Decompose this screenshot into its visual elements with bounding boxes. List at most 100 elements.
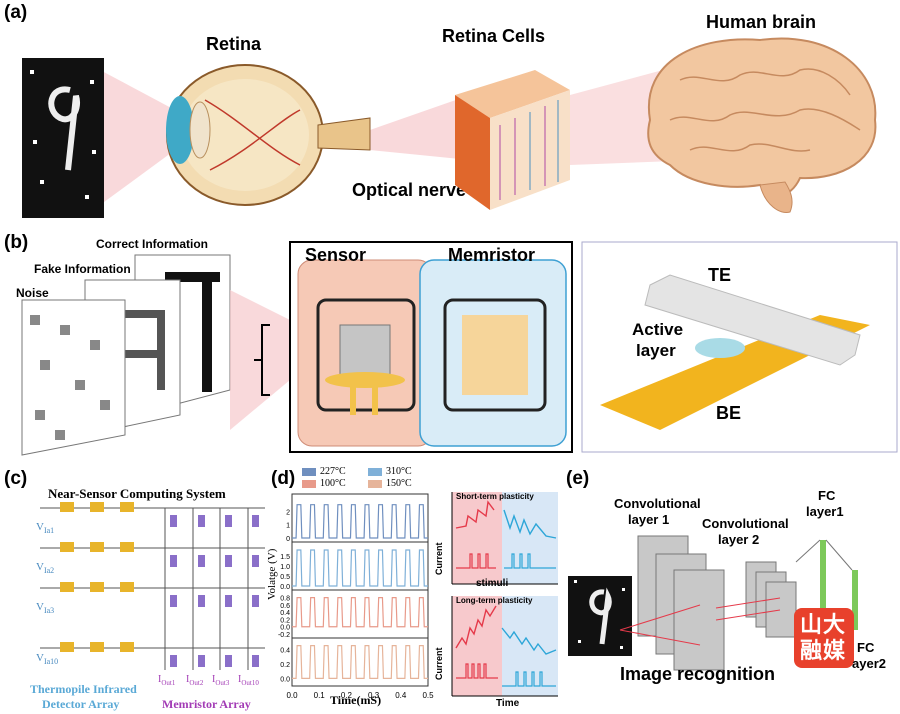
optical-nerve-title: Optical nerve xyxy=(352,180,467,200)
row-label-3: VIa3 xyxy=(36,601,55,616)
y-tick-label: 0.5 xyxy=(280,574,290,581)
sensor-title: Sensor xyxy=(305,245,367,265)
fake-information-label: Fake Information xyxy=(34,262,131,276)
panel-a-label: (a) xyxy=(4,2,28,23)
pulse-series-2 xyxy=(292,549,428,587)
y-tick-label: 1.5 xyxy=(280,554,290,561)
panel-d-label: (d) xyxy=(271,468,296,489)
light-beam-2 xyxy=(370,95,470,160)
x-tick-label: 0.3 xyxy=(368,691,380,700)
out-label-4: IOut10 xyxy=(238,674,259,687)
memristor-title: Memristor xyxy=(448,245,536,265)
y-tick-label: 0.2 xyxy=(280,617,290,624)
active-layer-line1: Active xyxy=(632,320,684,339)
y-tick-label: 0.0 xyxy=(280,676,290,683)
long-term-bg-blue xyxy=(502,596,558,696)
digit-nine-image-e xyxy=(568,576,632,656)
image-recognition-caption: Image recognition xyxy=(620,664,776,684)
short-term-bg-pink xyxy=(452,492,502,584)
out-label-1: IOut1 xyxy=(158,674,176,687)
noise-grid xyxy=(21,299,126,456)
legend-swatch-4 xyxy=(368,479,382,488)
chart-xlabel: Time(mS) xyxy=(330,693,382,707)
top-electrode xyxy=(644,274,861,366)
x-tick-label: 0.2 xyxy=(341,691,353,700)
row-label-1: VIa1 xyxy=(36,521,55,536)
digit-nine-image-a xyxy=(22,58,104,218)
pulse-series-1 xyxy=(292,504,428,539)
te-label: TE xyxy=(708,265,732,285)
y-tick-label: 0.4 xyxy=(280,610,290,617)
panel-b-illustration xyxy=(21,241,898,456)
conv2-line2: layer 2 xyxy=(718,532,760,547)
x-tick-label: 0.5 xyxy=(422,691,434,700)
y-tick-label: 2 xyxy=(286,509,290,516)
fc2-line2: ayer2 xyxy=(852,656,886,671)
fc1-line2: layer1 xyxy=(806,504,844,519)
brain-illustration xyxy=(647,37,877,214)
pulse-series-3 xyxy=(292,597,428,628)
memristor-array-label: Memristor Array xyxy=(162,697,251,711)
x-tick-label: 0.0 xyxy=(286,691,298,700)
short-term-label: Short-term plasticity xyxy=(456,492,534,501)
y-tick-label: 0 xyxy=(286,536,290,543)
y-tick-label: 0.0 xyxy=(280,584,290,591)
current-label-2: Current xyxy=(434,647,444,680)
be-label: BE xyxy=(716,403,742,423)
x-tick-label: 0.4 xyxy=(395,691,407,700)
light-beam-1 xyxy=(100,70,175,205)
retina-cells-title: Retina Cells xyxy=(442,26,546,46)
x-tick-label: 0.1 xyxy=(314,691,326,700)
pulse-chart: 0120.00.51.01.5-0.20.00.20.40.60.80.00.2… xyxy=(278,493,434,700)
legend-swatch-1 xyxy=(302,467,316,476)
watermark-text: 山大融媒 xyxy=(799,612,846,663)
fc2-line1: FC xyxy=(857,640,875,655)
correct-information-label: Correct Information xyxy=(96,237,209,251)
detector-array-line2: Detector Array xyxy=(42,697,120,711)
y-tick-label: 1 xyxy=(286,523,290,530)
y-tick-label: 0.8 xyxy=(280,596,290,603)
panel-b-label: (b) xyxy=(4,232,29,253)
fc1-line1: FC xyxy=(818,488,836,503)
legend-item-2: 310°C xyxy=(368,466,412,477)
legend-item-1: 227°C xyxy=(302,466,346,477)
panel-e-cnn xyxy=(568,535,858,671)
conv2-line1: Convolutional xyxy=(702,516,789,531)
active-layer-line2: layer xyxy=(636,341,676,360)
detector-array-line1: Thermopile Infrared xyxy=(30,682,137,696)
y-tick-label: 0.0 xyxy=(280,625,290,632)
panel-c-label: (c) xyxy=(4,468,28,489)
legend-swatch-3 xyxy=(302,479,316,488)
chart-ylabel: Volatge (V) xyxy=(266,548,278,600)
y-tick-label: 0.2 xyxy=(280,662,290,669)
fc-layer-2-bar xyxy=(852,570,858,630)
current-label-1: Current xyxy=(434,542,444,575)
panel-e-label: (e) xyxy=(566,468,590,489)
noise-label: Noise xyxy=(16,286,49,300)
y-tick-label: 1.0 xyxy=(280,564,290,571)
sensor-chip xyxy=(316,298,416,415)
plasticity-panels xyxy=(451,492,558,697)
legend-item-3: 100°C xyxy=(302,478,346,489)
active-layer-shape xyxy=(695,338,745,358)
subplot-frame xyxy=(291,541,429,591)
conv-layer-1-maps xyxy=(637,535,725,671)
retina-cells-block xyxy=(455,70,570,210)
watermark-logo xyxy=(794,608,854,668)
memristor-chip xyxy=(443,298,547,412)
conv1-line2: layer 1 xyxy=(628,512,670,527)
y-tick-label: -0.2 xyxy=(278,632,290,639)
panel-c-circuit xyxy=(40,502,265,670)
subplot-frame xyxy=(291,493,429,543)
row-label-2: VIa2 xyxy=(36,561,55,576)
eye-illustration xyxy=(166,64,371,206)
retina-title: Retina xyxy=(206,34,262,54)
short-term-bg-blue xyxy=(502,492,558,584)
out-label-2: IOut2 xyxy=(186,674,204,687)
y-tick-label: 0.6 xyxy=(280,603,290,610)
panel-a-illustration xyxy=(22,37,877,218)
y-tick-label: 0.4 xyxy=(280,647,290,654)
out-label-3: IOut3 xyxy=(212,674,230,687)
stimuli-label: stimuli xyxy=(476,578,509,589)
near-sensor-title: Near-Sensor Computing System xyxy=(48,486,226,501)
